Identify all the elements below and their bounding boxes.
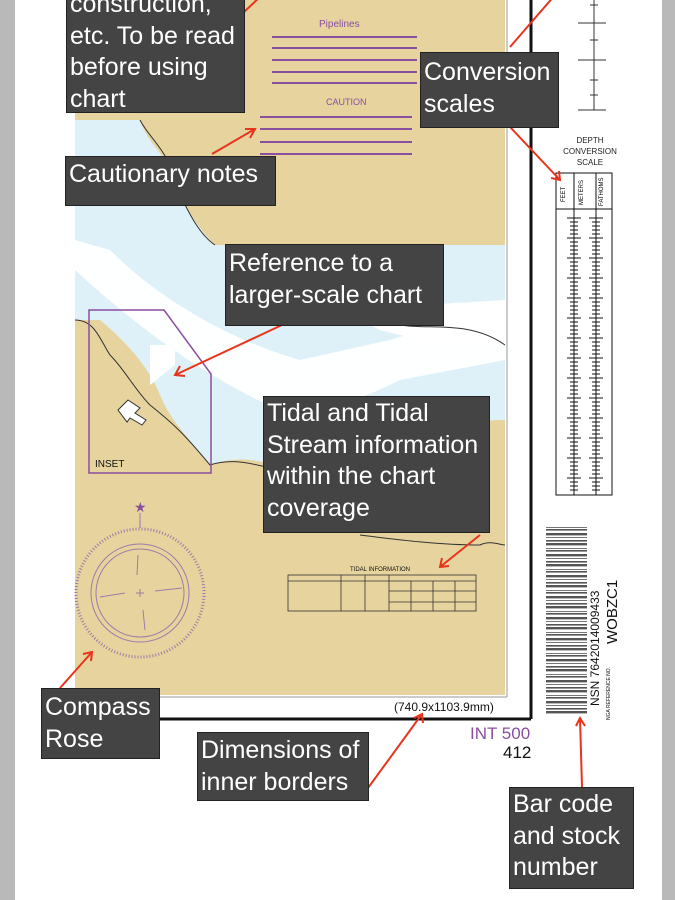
chart-number: INT 500 — [470, 724, 531, 743]
barcode-bar — [546, 575, 587, 578]
barcode — [546, 527, 587, 714]
barcode-bar — [546, 642, 587, 643]
pipelines-lines — [272, 36, 417, 84]
pipelines-label: Pipelines — [319, 19, 360, 30]
callout-inner-border-dimensions: Dimensions of inner borders — [197, 732, 369, 801]
barcode-bar — [546, 684, 587, 685]
dimensions-text: (740.9x1103.9mm) — [394, 700, 494, 714]
barcode-bar — [546, 705, 587, 706]
channel — [75, 240, 505, 410]
barcode-bar — [546, 711, 587, 714]
chart-number-sub: 412 — [503, 743, 532, 762]
compass-rose — [74, 513, 206, 659]
barcode-bar — [546, 592, 587, 594]
barcode-bar — [546, 571, 587, 573]
nga-ref-label: NGA REFERENCE NO. — [606, 666, 612, 720]
barcode-bar — [546, 606, 587, 609]
depth-title-line: DEPTH — [576, 136, 604, 145]
barcode-bar — [546, 617, 587, 620]
depth-scale-title: DEPTH CONVERSION SCALE — [548, 135, 632, 168]
nga-ref-number: WOBZC1 — [604, 579, 621, 644]
barcode-bar — [546, 624, 587, 626]
tidal-table-label: TIDAL INFORMATION — [350, 567, 410, 573]
barcode-bar — [546, 537, 587, 538]
barcode-bar — [546, 674, 587, 675]
pier — [117, 399, 147, 426]
callout-barcode: Bar code and stock number — [509, 787, 634, 889]
callout-arrows — [59, 0, 586, 789]
barcode-bar — [546, 627, 587, 630]
left-margin — [0, 0, 15, 900]
barcode-bar — [546, 701, 587, 704]
tidal-table — [287, 574, 477, 612]
barcode-bar — [546, 655, 587, 657]
barcode-bar — [546, 634, 587, 636]
barcode-bar — [546, 611, 587, 612]
depth-col-fathoms: FATHOMS — [599, 177, 605, 206]
inset-box — [88, 309, 212, 474]
barcode-bar — [546, 590, 587, 591]
callout-larger-scale-reference: Reference to a larger-scale chart — [225, 244, 444, 326]
inset-label: INSET — [95, 459, 125, 470]
callout-notes: construction, etc. To be read before usi… — [66, 0, 245, 113]
barcode-bar — [546, 564, 587, 567]
barcode-bar — [546, 540, 587, 542]
barcode-bar — [546, 579, 587, 580]
nsn-number: NSN 7642014009433 — [588, 590, 602, 706]
barcode-bar — [546, 527, 587, 528]
callout-cautionary-notes: Cautionary notes — [65, 156, 276, 206]
callout-tidal-information: Tidal and Tidal Stream information withi… — [263, 396, 490, 533]
barcode-bar — [546, 603, 587, 605]
callout-conversion-scales: Conversion scales — [420, 52, 559, 128]
barcode-bar — [546, 687, 587, 689]
depth-scale-table — [555, 172, 613, 496]
barcode-bar — [546, 669, 587, 672]
barcode-bar — [546, 697, 587, 699]
barcode-bar — [546, 659, 587, 662]
barcode-bar — [546, 561, 587, 563]
barcode-bar — [546, 550, 587, 552]
caution-lines — [260, 116, 412, 155]
right-margin — [662, 0, 675, 900]
coastline-south — [359, 534, 506, 546]
depth-col-feet: FEET — [561, 186, 567, 202]
barcode-bar — [546, 695, 587, 696]
barcode-bar — [546, 543, 587, 546]
barcode-bar — [546, 680, 587, 683]
coastline — [74, 319, 301, 476]
barcode-bar — [546, 529, 587, 531]
depth-title-line: CONVERSION — [563, 147, 617, 156]
barcode-bar — [546, 554, 587, 557]
barcode-bar — [546, 600, 587, 601]
callout-compass-rose: Compass Rose — [41, 688, 160, 759]
barcode-bar — [546, 645, 587, 647]
scale-ruler — [578, 0, 606, 111]
depth-col-meters: METERS — [579, 179, 585, 205]
barcode-bar — [546, 690, 587, 693]
barcode-bar — [546, 585, 587, 588]
caution-label: CAUTION — [326, 97, 367, 107]
coastline-east — [399, 324, 506, 346]
barcode-bar — [546, 648, 587, 651]
barcode-bar — [546, 613, 587, 615]
barcode-bar — [546, 676, 587, 678]
barcode-bar — [546, 533, 587, 536]
depth-scale-ticks — [567, 217, 603, 491]
barcode-bar — [546, 666, 587, 668]
barcode-bar — [546, 621, 587, 622]
barcode-bar — [546, 653, 587, 654]
depth-title-line: SCALE — [576, 158, 604, 167]
barcode-bar — [546, 548, 587, 549]
barcode-bar — [546, 596, 587, 599]
barcode-bar — [546, 708, 587, 710]
inset-water — [150, 345, 175, 385]
barcode-bar — [546, 632, 587, 633]
compass-star-icon: ★ — [134, 499, 147, 515]
barcode-bar — [546, 558, 587, 559]
barcode-bar — [546, 638, 587, 641]
barcode-bar — [546, 663, 587, 664]
barcode-bar — [546, 569, 587, 570]
barcode-bar — [546, 582, 587, 584]
